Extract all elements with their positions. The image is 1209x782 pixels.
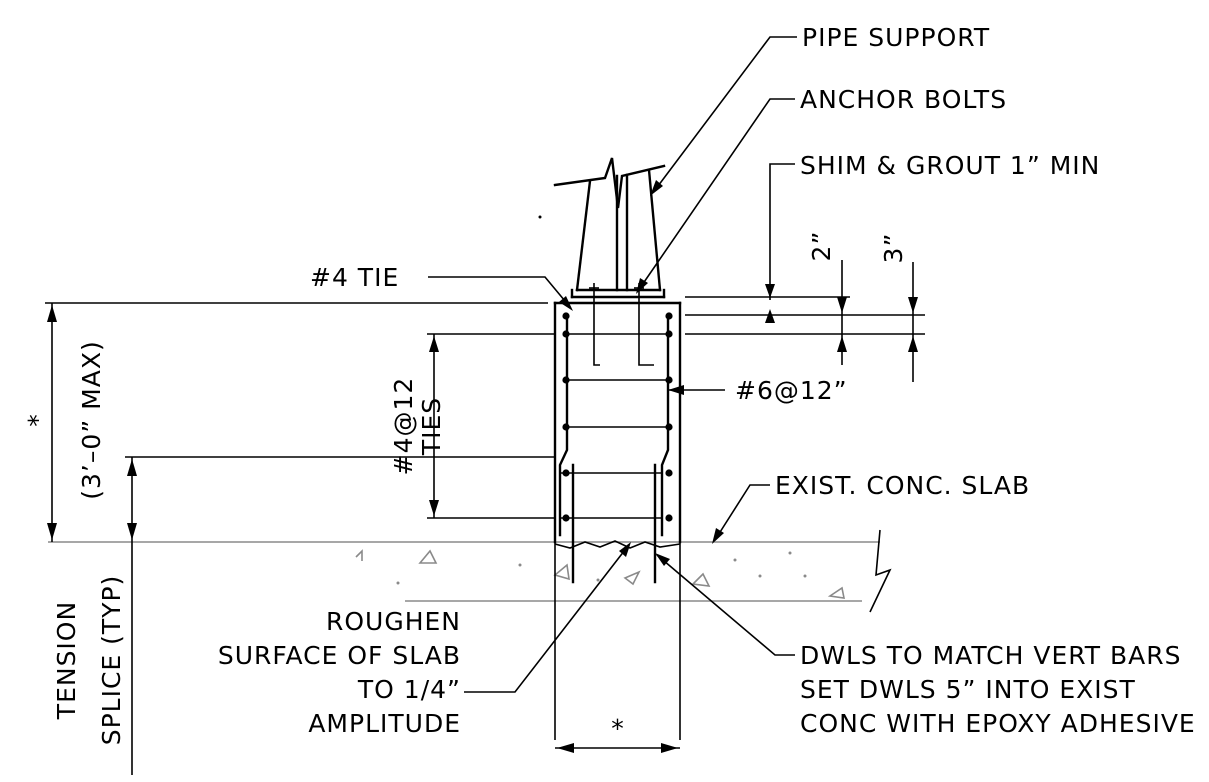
label-tie: #4 TIE [310,263,399,292]
anchor-bolt-left [593,283,600,366]
bar-dot [562,312,570,320]
labels: PIPE SUPPORT ANCHOR BOLTS SHIM & GROUT 1… [23,23,1196,746]
label-shim-grout: SHIM & GROUT 1” MIN [800,151,1100,180]
bar-dot [665,423,673,431]
label-roughen-3: TO 1/4” [357,675,461,704]
leader-roughen [464,545,629,693]
arrow [655,553,670,566]
aggregate-mark [355,549,363,561]
aggregate-dot [788,551,792,555]
bar-dot [562,469,570,477]
arrow [559,296,573,311]
label-width-star: * [611,714,625,743]
arrow [619,542,631,557]
arrow [429,336,439,352]
label-pipe-support: PIPE SUPPORT [802,23,990,52]
pipe-support [538,157,666,299]
arrow [127,459,137,476]
label-roughen-1: ROUGHEN [326,607,461,636]
dimensions [45,260,925,775]
existing-slab [48,529,892,613]
label-anchor-bolts: ANCHOR BOLTS [800,85,1007,114]
label-height-star: * [23,413,52,427]
label-ties: TIES [417,397,446,456]
aggregate-dot [803,574,807,578]
aggregate-dot [758,574,762,578]
bar-dot [562,514,570,522]
label-dowels-2: SET DWLS 5” INTO EXIST [800,675,1136,704]
leader-exist-slab [714,484,770,541]
aggregate-mark [623,570,641,586]
arrow [668,385,684,395]
label-dowels-3: CONC WITH EPOXY ADHESIVE [800,709,1196,738]
arrow [47,523,57,540]
bar-dot [665,312,673,320]
arrow [650,180,663,196]
leader-shim-grout [769,163,795,300]
support-right-edge [647,168,662,292]
arrow [765,284,775,298]
rebar-cage [558,312,673,584]
vertical-bar-right [660,316,670,537]
label-roughen-2: SURFACE OF SLAB [218,641,461,670]
leader-anchor-bolts [639,98,795,289]
aggregate-dot [396,581,400,585]
bar-dot [665,376,673,384]
slab-break-line [869,529,892,613]
aggregate-dot [596,578,600,582]
bar-dot [665,330,673,338]
aggregate-mark [418,549,438,564]
bar-dot [562,423,570,431]
leader-pipe-support [654,36,797,191]
aggregate-dot [518,563,522,567]
label-tie-spacing: #4@12 [389,377,418,476]
arrow [908,336,918,352]
arrow [636,278,648,294]
bar-dot [665,469,673,477]
stray-dot [538,215,542,219]
label-roughen-4: AMPLITUDE [308,709,461,738]
aggregate-mark [553,563,570,581]
pipe-break-line [553,157,666,209]
aggregate-mark [691,572,711,587]
arrow [47,305,57,322]
label-exist-slab: EXIST. CONC. SLAB [775,471,1030,500]
label-splice: SPLICE (TYP) [97,575,126,746]
anchor-bolts [589,283,654,366]
label-height-max: (3’–0” MAX) [77,340,106,499]
leader-dowels [656,554,795,656]
leader-tie [428,276,571,308]
bar-dot [665,514,673,522]
arrow [765,309,775,323]
arrow [837,297,847,313]
arrow [127,523,137,540]
arrow [661,743,678,753]
label-vert-bars: #6@12” [735,376,848,405]
arrow [712,528,724,544]
label-dim-2in: 2” [807,231,836,262]
aggregate-mark [827,586,846,599]
leaders [428,36,797,693]
arrow [908,297,918,313]
bar-dot [562,330,570,338]
label-tension: TENSION [52,601,81,720]
arrow [429,500,439,516]
arrow [837,336,847,352]
label-dowels-1: DWLS TO MATCH VERT BARS [800,641,1182,670]
anchor-bolt-right [638,283,654,366]
support-left-edge [575,179,592,292]
aggregate-dot [733,558,737,562]
arrow [557,743,574,753]
label-dim-3in: 3” [879,233,908,264]
vertical-bar-left [558,316,569,537]
bar-dot [562,376,570,384]
